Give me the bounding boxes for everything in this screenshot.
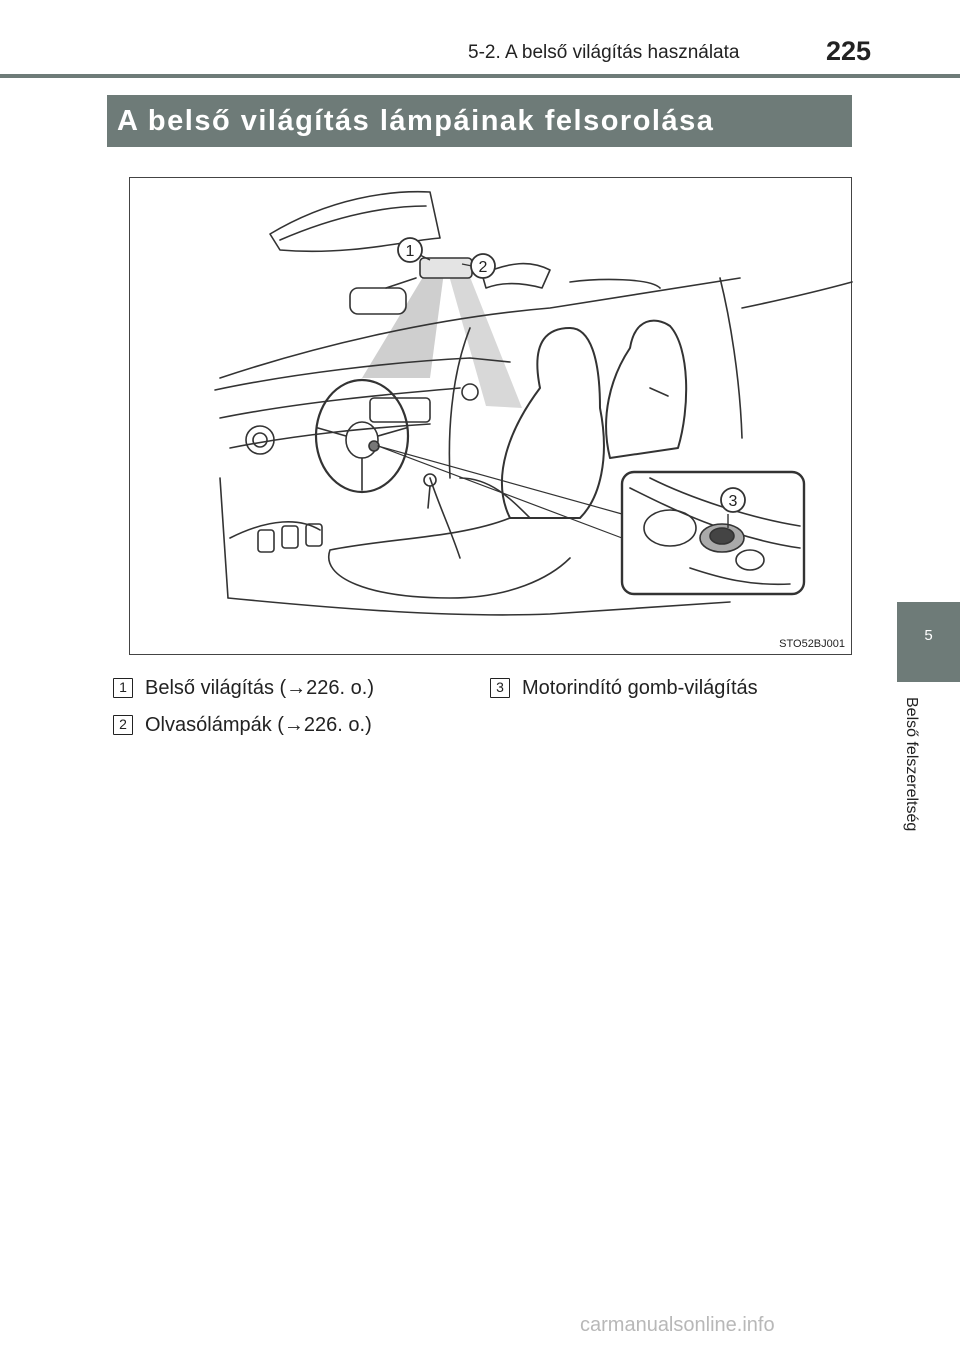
page-number: 225: [826, 36, 872, 66]
car-interior-drawing: 1 2 3: [214, 190, 853, 616]
callout-3: 3: [720, 487, 746, 528]
chapter-label: Belső felszereltség: [903, 697, 920, 832]
legend-number-2: 2: [113, 715, 133, 735]
callout-2-label: 2: [479, 259, 488, 276]
legend-text-3: Motorindító gomb-világítás: [522, 677, 758, 699]
legend-number-3: 3: [490, 678, 510, 698]
chapter-number: 5: [924, 627, 933, 644]
legend-item-2: 2 Olvasólámpák (→226. o.): [113, 713, 372, 737]
chapter-tab[interactable]: 5: [897, 602, 960, 682]
legend-text-1: Belső világítás (→226. o.): [145, 677, 374, 699]
legend-item-1: 1 Belső világítás (→226. o.): [113, 676, 374, 700]
figure-code: STO52BJ001: [779, 638, 845, 650]
legend-item-3: 3 Motorindító gomb-világítás: [490, 676, 758, 700]
watermark: carmanualsonline.info: [580, 1314, 775, 1336]
callout-2: 2: [461, 253, 496, 279]
section-banner: A belső világítás lámpáinak felsorolása: [107, 95, 852, 147]
legend-text-2: Olvasólámpák (→226. o.): [145, 714, 372, 736]
legend-number-1: 1: [113, 678, 133, 698]
callout-3-label: 3: [729, 493, 738, 510]
callout-1: 1: [397, 237, 431, 263]
callout-1-label: 1: [406, 243, 415, 260]
header-rule: [0, 74, 960, 78]
section-title: 5-2. A belső világítás használata: [468, 42, 740, 63]
interior-illustration: 1 2 3 STO52BJ001: [129, 177, 853, 655]
